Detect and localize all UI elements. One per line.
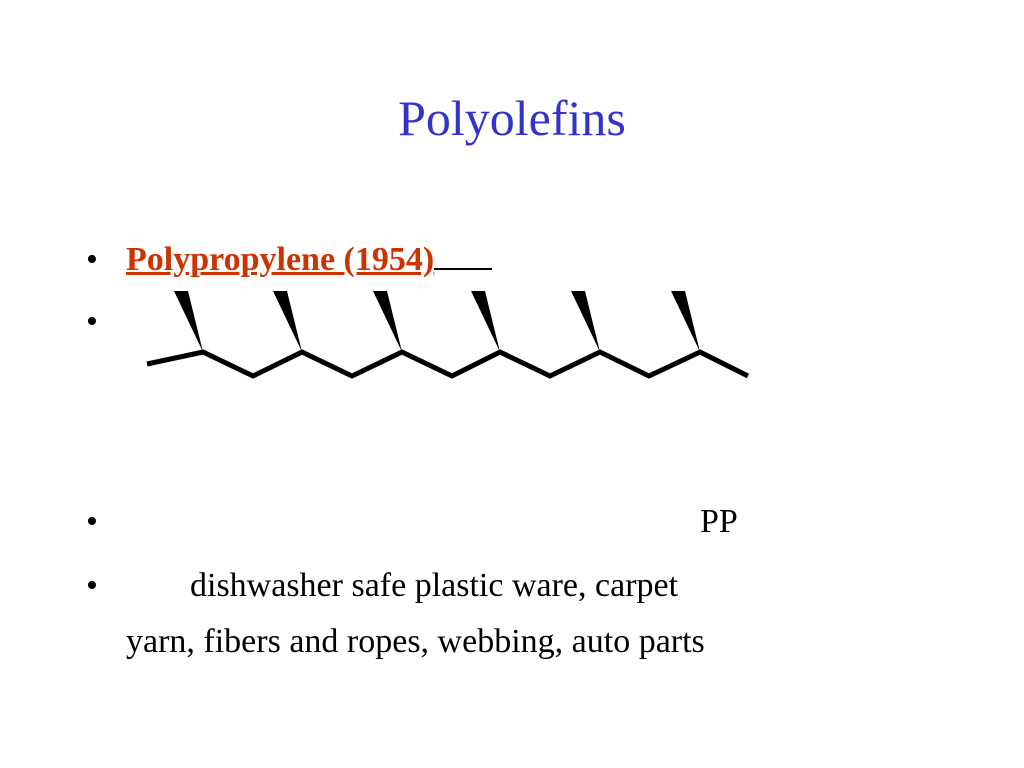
wedge-bond	[471, 291, 500, 352]
polypropylene-heading: Polypropylene (1954)	[126, 241, 435, 278]
bullet-item: Polypropylene (1954)	[126, 240, 493, 280]
wedge-bond	[571, 291, 600, 352]
wedge-bond	[273, 291, 302, 352]
slide-title: Polyolefins	[398, 90, 626, 146]
bullet-marker: •	[86, 241, 98, 278]
heading-underline	[434, 268, 493, 270]
pp-label: PP	[700, 503, 738, 540]
methyl-wedges	[174, 291, 700, 352]
uses-line-2: yarn, fibers and ropes, webbing, auto pa…	[126, 623, 705, 660]
uses-line-1: dishwasher safe plastic ware, carpet	[190, 567, 679, 604]
bullet-marker: •	[86, 503, 98, 540]
bullet-marker: •	[86, 303, 98, 340]
wedge-bond	[174, 291, 203, 352]
wedge-bond	[373, 291, 402, 352]
bullet-marker: •	[86, 567, 98, 604]
wedge-bond	[671, 291, 700, 352]
backbone-chain	[146, 349, 750, 379]
